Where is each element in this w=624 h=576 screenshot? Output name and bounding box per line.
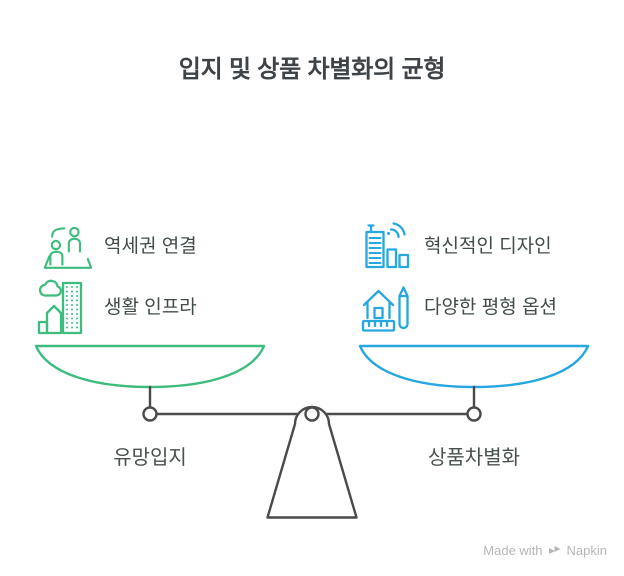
watermark-prefix: Made with: [483, 543, 543, 558]
left-pan-label: 유망입지: [113, 447, 187, 469]
beam-and-stand: [142, 385, 482, 519]
center-pivot-circle: [304, 406, 320, 422]
page-title: 입지 및 상품 차별화의 균형: [178, 56, 446, 83]
napkin-logo-icon: [548, 546, 561, 554]
feature-label-station-access: 역세권 연결: [104, 236, 197, 257]
city-infrastructure-icon: [37, 279, 83, 335]
right-pan: [358, 344, 590, 389]
left-pan: [34, 344, 266, 389]
right-pan-label: 상품차별화: [428, 447, 520, 469]
house-plan-icon: [361, 286, 409, 332]
right-pivot-circle: [466, 406, 482, 422]
left-pivot-circle: [142, 406, 158, 422]
stand-base: [266, 405, 358, 519]
feature-label-innovative-design: 혁신적인 디자인: [424, 236, 552, 257]
watermark-brand: Napkin: [566, 543, 607, 558]
smart-building-icon: [365, 222, 410, 269]
feature-label-floorplan-options: 다양한 평형 옵션: [424, 297, 557, 318]
feature-label-living-infra: 생활 인프라: [104, 297, 197, 318]
watermark: Made with Napkin: [483, 543, 607, 558]
people-platform-icon: [43, 226, 93, 269]
